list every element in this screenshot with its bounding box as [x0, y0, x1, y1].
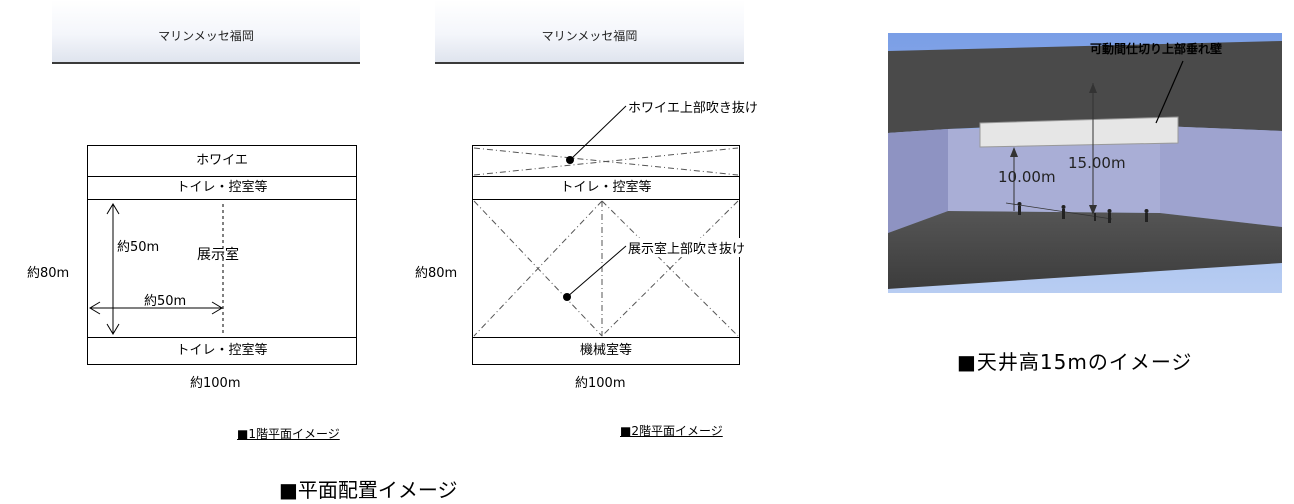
floor2-hall-dot: [563, 293, 571, 301]
floor2-hall-leader: [566, 245, 627, 298]
floor1-depth-inner-label: 約50m: [117, 240, 160, 255]
floor1-dimension-arrows: [89, 203, 224, 335]
wall-label: 可動間仕切り上部垂れ壁: [1090, 42, 1223, 56]
floor1-foyer: ホワイエ: [87, 145, 357, 177]
floor1-foyer-label: ホワイエ: [196, 153, 248, 168]
floor1-hall-label: 展示室: [197, 247, 239, 263]
people-figures: [1017, 202, 1149, 223]
floor2-width-total-label: 約100m: [575, 376, 626, 391]
ceiling-3d-render: [888, 33, 1282, 293]
floor1-header: マリンメッセ福岡: [52, 0, 360, 64]
height-high-label: 15.00m: [1068, 154, 1126, 172]
floor2-foyer-void-label: ホワイエ上部吹き抜け: [628, 97, 758, 116]
height-low-label: 10.00m: [998, 168, 1056, 186]
floor2-caption: ■2階平面イメージ: [620, 424, 723, 438]
floor2-machine-room: 機械室等: [472, 337, 740, 365]
floor2-void-lines: [473, 105, 739, 337]
floor1-depth-total-label: 約80m: [27, 266, 70, 281]
floor1-width-inner-label: 約50m: [144, 294, 187, 309]
floor2-hall-void: [472, 199, 740, 338]
floor1-toilet-bottom-label: トイレ・控室等: [176, 343, 268, 358]
floor1-toilet-top-label: トイレ・控室等: [176, 180, 268, 195]
floor2-foyer-leader: [569, 105, 627, 161]
floor1-toilet-top: トイレ・控室等: [87, 176, 357, 200]
hanging-wall-panel: [979, 116, 1179, 148]
main-caption: ■平面配置イメージ: [279, 478, 458, 502]
render3d-caption: ■天井高15mのイメージ: [957, 350, 1193, 374]
floor1-width-total-label: 約100m: [190, 376, 241, 391]
floor2-depth-total-label: 約80m: [415, 266, 458, 281]
floor1-toilet-bottom: トイレ・控室等: [87, 337, 357, 365]
floor2-toilet-top-label: トイレ・控室等: [560, 180, 652, 195]
floor1-caption: ■1階平面イメージ: [237, 427, 340, 441]
floor2-hall-void-label: 展示室上部吹き抜け: [628, 238, 746, 257]
floor2-toilet-top: トイレ・控室等: [472, 176, 740, 200]
floor2-machine-room-label: 機械室等: [579, 343, 632, 358]
floor2-header: マリンメッセ福岡: [435, 0, 744, 64]
floor2-foyer-dot: [566, 156, 574, 164]
floor1-hall: [87, 199, 357, 338]
